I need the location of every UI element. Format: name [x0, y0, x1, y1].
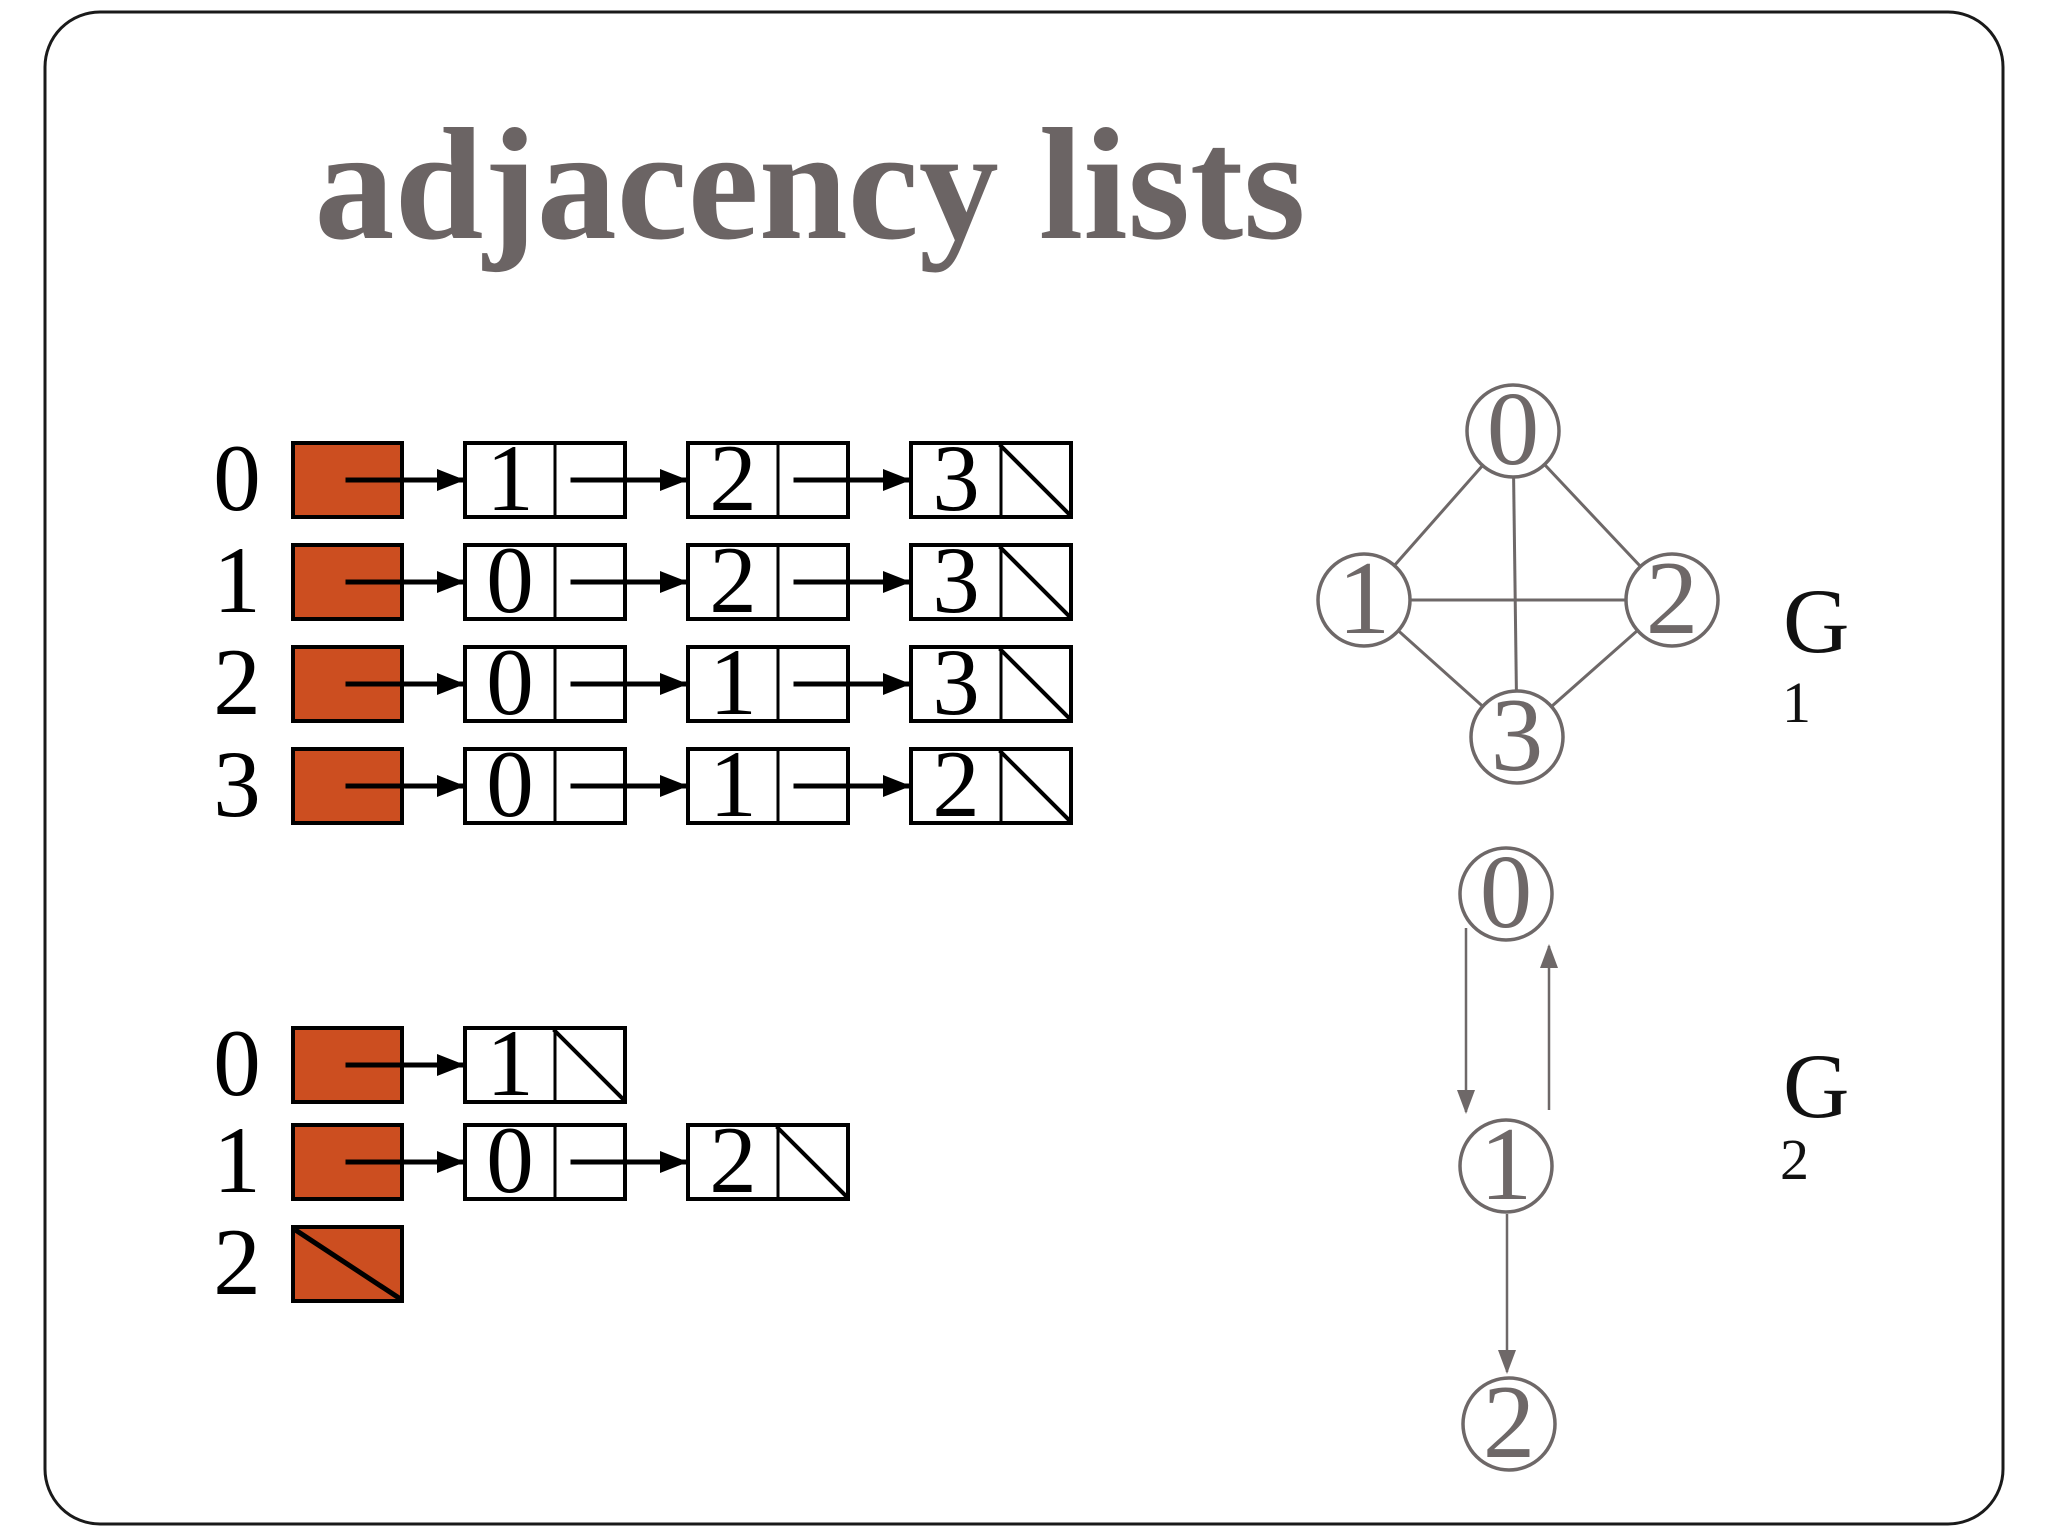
- graph-nodes: 0 1 2: [1458, 833, 1557, 1480]
- list-node: 1: [686, 731, 912, 837]
- null-slash: [998, 545, 1072, 619]
- null-slash: [552, 1028, 626, 1102]
- null-slash: [998, 647, 1072, 721]
- list-node: 0: [463, 1107, 689, 1213]
- node-value: 2: [709, 527, 757, 633]
- node-value: 3: [932, 527, 980, 633]
- node-value: 0: [486, 731, 534, 837]
- row-label: 0: [213, 1010, 261, 1116]
- node-value: 3: [932, 629, 980, 735]
- list2-row-2: 2: [213, 1209, 404, 1315]
- graph-node: [1458, 1118, 1554, 1214]
- graph-node: [1458, 846, 1554, 942]
- adjacency-list-g2: 0 1 1 0 2: [213, 1010, 850, 1315]
- graph-node: [1461, 1376, 1557, 1472]
- node-value: 2: [932, 731, 980, 837]
- graph-node-label: 1: [1338, 539, 1391, 656]
- graph-g1: 0 1 2 3 G 1: [1316, 370, 1849, 793]
- graph-label: G: [1783, 1035, 1849, 1137]
- list1-row-1: 1 0 2 3: [213, 527, 1073, 633]
- graph-label-subscript: 2: [1780, 1127, 1809, 1192]
- graph-node-label: 1: [1480, 1105, 1533, 1222]
- graph-node: [1624, 552, 1720, 648]
- graph-node: [1465, 383, 1561, 479]
- graph-node-label: 0: [1487, 370, 1540, 487]
- list-node: 2: [686, 527, 912, 633]
- graph-node-label: 2: [1483, 1363, 1536, 1480]
- list1-row-2: 2 0 1 3: [213, 629, 1073, 735]
- null-slash: [293, 1227, 403, 1302]
- list2-row-0: 0 1: [213, 1010, 627, 1116]
- null-slash: [998, 443, 1072, 517]
- list-node: 0: [463, 527, 689, 633]
- row-label: 1: [213, 1107, 261, 1213]
- node-value: 2: [709, 1107, 757, 1213]
- node-value: 1: [486, 425, 534, 531]
- node-value: 2: [709, 425, 757, 531]
- node-value: 1: [486, 1010, 534, 1116]
- list1-row-0: 0 1 2 3: [213, 425, 1073, 531]
- graph-node-label: 3: [1491, 676, 1544, 793]
- node-value: 0: [486, 527, 534, 633]
- row-label: 2: [213, 1209, 261, 1315]
- node-value: 0: [486, 1107, 534, 1213]
- graph-g2: 0 1 2 G 2: [1457, 833, 1849, 1480]
- adjacency-list-g1: 0 1 2 3 1: [213, 425, 1073, 837]
- node-value: 1: [709, 731, 757, 837]
- graph-edge: [1511, 430, 1519, 738]
- graph-edges: [1457, 928, 1558, 1374]
- null-slash: [775, 1125, 849, 1199]
- list-node: 3: [909, 425, 1073, 531]
- graph-label: G: [1783, 570, 1849, 672]
- graph-node: [1316, 552, 1412, 648]
- graph-nodes: 0 1 2 3: [1316, 370, 1720, 793]
- list-node: 3: [909, 629, 1073, 735]
- list-node: 1: [463, 425, 689, 531]
- row-label: 2: [213, 629, 261, 735]
- list-node: 1: [686, 629, 912, 735]
- list-node: 0: [463, 731, 689, 837]
- graph-node: [1469, 689, 1565, 785]
- row-label: 3: [213, 731, 261, 837]
- list-node: 2: [686, 1107, 850, 1213]
- page-title: adjacency lists: [314, 95, 1305, 273]
- row-label: 0: [213, 425, 261, 531]
- null-slash: [998, 749, 1072, 823]
- list-node: 3: [909, 527, 1073, 633]
- graph-label-subscript: 1: [1782, 670, 1811, 735]
- list2-row-1: 1 0 2: [213, 1107, 850, 1213]
- list-node: 0: [463, 629, 689, 735]
- list-node: 2: [686, 425, 912, 531]
- list1-row-3: 3 0 1 2: [213, 731, 1073, 837]
- graph-node-label: 2: [1646, 539, 1699, 656]
- node-value: 3: [932, 425, 980, 531]
- node-value: 0: [486, 629, 534, 735]
- row-label: 1: [213, 527, 261, 633]
- list-node: 2: [909, 731, 1073, 837]
- graph-node-label: 0: [1480, 833, 1533, 950]
- list-node: 1: [463, 1010, 627, 1116]
- node-value: 1: [709, 629, 757, 735]
